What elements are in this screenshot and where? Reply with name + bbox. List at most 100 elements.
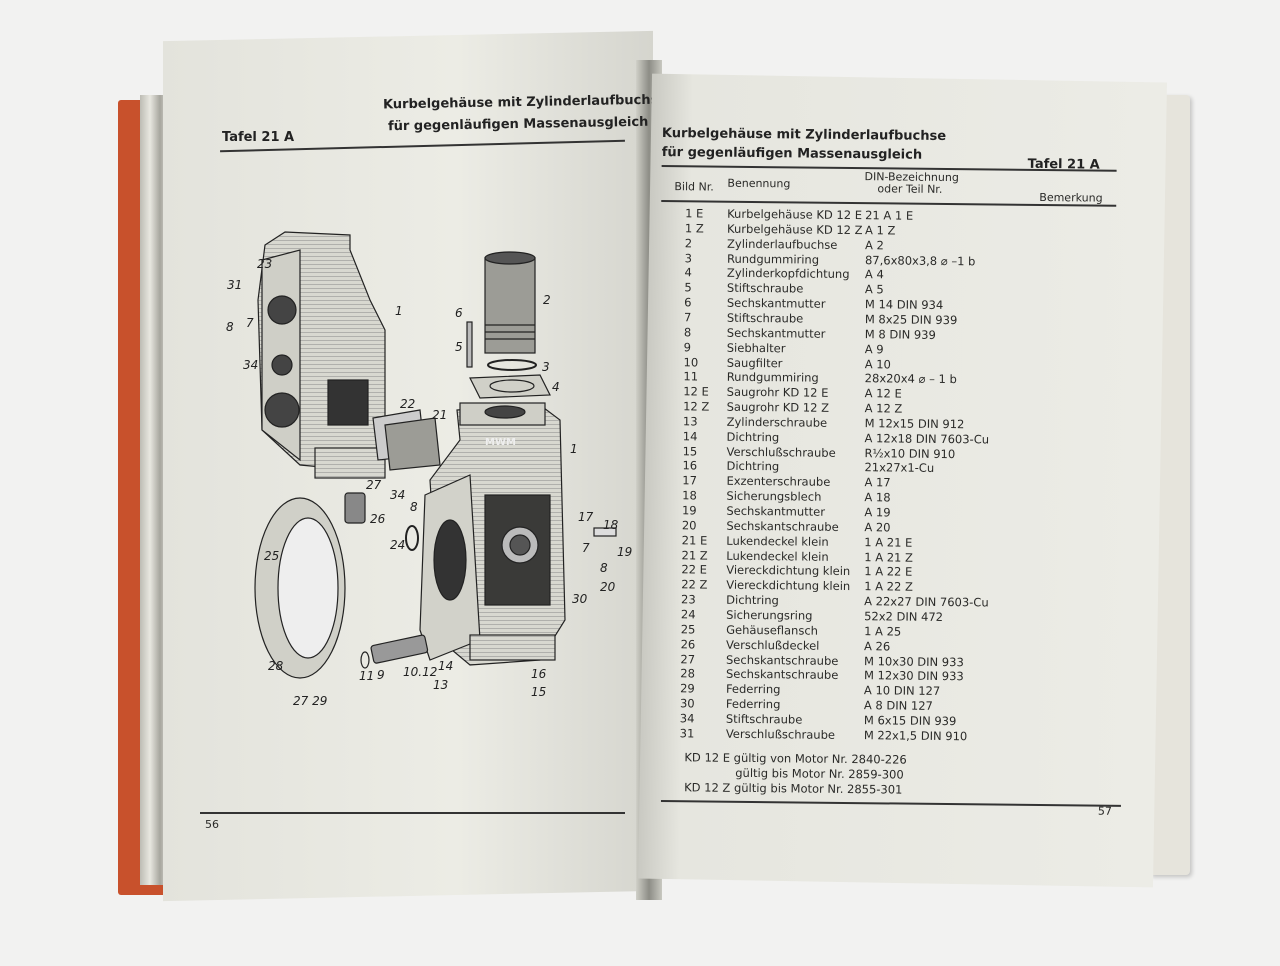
- callout-label: 25: [264, 549, 280, 563]
- cell-din: M 22x1,5 DIN 910: [863, 727, 968, 744]
- cylinder-liner: [466, 251, 551, 399]
- cell-name: Dichtring: [726, 429, 780, 445]
- callout-label: 7: [246, 316, 254, 330]
- cell-din: 87,6x80x3,8 ⌀ –1 b: [864, 252, 976, 268]
- callout-label: 6: [455, 306, 463, 320]
- cell-din: A 4: [864, 267, 884, 282]
- cell-name: Sechskantmutter: [726, 503, 826, 519]
- cell-din: M 12x30 DIN 933: [863, 668, 964, 684]
- cell-nr: 21 Z: [681, 547, 708, 563]
- cell-din: 1 A 22 E: [864, 564, 913, 580]
- cell-din: A 9: [864, 341, 884, 356]
- callout-label: 9: [377, 668, 385, 682]
- cell-name: Zylinderkopfdichtung: [726, 266, 850, 282]
- cell-din: 1 A 21 E: [864, 534, 913, 550]
- cell-name: Dichtring: [726, 592, 779, 608]
- cell-nr: 6: [684, 295, 692, 310]
- cell-name: Siebhalter: [726, 340, 786, 355]
- callout-label: 30: [572, 592, 588, 606]
- cell-name: Sicherungsblech: [726, 488, 822, 504]
- cell-din: A 19: [864, 505, 891, 520]
- cell-nr: 28: [680, 666, 696, 681]
- cell-name: Federring: [725, 696, 781, 712]
- cell-name: Zylinderlaufbuchse: [726, 236, 838, 252]
- cell-name: Sechskantschraube: [725, 667, 839, 683]
- left-page-number: 56: [205, 818, 219, 831]
- cell-name: Verschlußschraube: [725, 726, 836, 742]
- callout-label: 14: [438, 659, 454, 673]
- callout-label: 15: [531, 685, 547, 699]
- cell-name: Lukendeckel klein: [726, 548, 829, 564]
- cell-nr: 16: [682, 458, 698, 473]
- cell-name: Stiftschraube: [726, 310, 804, 326]
- footnote-1: KD 12 E gültig von Motor Nr. 2840-226: [684, 750, 907, 767]
- callout-label: 20: [600, 580, 616, 594]
- left-plate-number: Tafel 21 A: [222, 130, 295, 145]
- cell-din: A 1 Z: [865, 222, 896, 238]
- cell-nr: 3: [684, 250, 693, 265]
- callout-label: 7: [582, 541, 590, 555]
- right-page-number: 57: [1097, 804, 1112, 818]
- callout-label: 26: [370, 512, 386, 526]
- callout-label: 3: [542, 360, 550, 374]
- callout-label: 31: [227, 278, 243, 292]
- cell-din: M 14 DIN 934: [864, 297, 944, 313]
- callout-label: 11: [359, 669, 375, 683]
- callout-label: 1: [570, 442, 578, 456]
- callout-label: 13: [433, 678, 449, 692]
- right-title-line2: für gegenläufigen Massenausgleich: [661, 145, 923, 163]
- cell-nr: 22 Z: [681, 577, 708, 592]
- cell-din: A 10: [864, 356, 891, 371]
- col-header-remark: Bemerkung: [1039, 190, 1103, 205]
- callout-label: 5: [455, 340, 463, 354]
- callout-label: 28: [268, 659, 284, 673]
- cell-name: Dichtring: [726, 459, 780, 474]
- cell-name: Zylinderschraube: [726, 414, 828, 430]
- cell-din: M 6x15 DIN 939: [863, 713, 957, 729]
- cell-din: A 18: [864, 490, 891, 505]
- cell-nr: 29: [680, 681, 695, 696]
- cell-name: Kurbelgehäuse KD 12 Z: [727, 221, 863, 237]
- cell-nr: 31: [679, 725, 695, 741]
- cell-din: A 10 DIN 127: [863, 683, 941, 699]
- cell-nr: 20: [681, 518, 697, 533]
- callout-label: 2: [543, 293, 551, 307]
- footnote-2: gültig bis Motor Nr. 2859-300: [735, 765, 904, 782]
- cell-name: Lukendeckel klein: [726, 533, 829, 549]
- callout-label: 8: [410, 500, 418, 514]
- callout-label: 27 29: [293, 694, 328, 708]
- cell-din: A 12x18 DIN 7603-Cu: [864, 430, 990, 447]
- cell-nr: 12 E: [683, 384, 709, 399]
- callout-label: 27: [366, 478, 382, 492]
- cell-name: Verschlußdeckel: [726, 637, 820, 653]
- cell-din: 21 A 1 E: [865, 208, 914, 223]
- cell-name: Sechskantschraube: [726, 518, 839, 534]
- callout-label: 1: [395, 304, 403, 318]
- cell-nr: 9: [683, 339, 692, 354]
- col-header-nr: Bild Nr.: [674, 180, 714, 194]
- cell-din: A 20: [864, 520, 891, 535]
- cell-nr: 14: [682, 429, 698, 444]
- cell-nr: 19: [681, 503, 697, 518]
- cell-name: Stiftschraube: [725, 711, 803, 727]
- callout-label: 8: [600, 561, 608, 575]
- crankcase-rear-view: [257, 231, 386, 479]
- callout-label: 34: [243, 358, 259, 372]
- cell-name: Stiftschraube: [726, 280, 804, 296]
- cell-name: Rundgummiring: [726, 370, 819, 386]
- cell-name: Gehäuseflansch: [726, 622, 819, 638]
- right-footer-rule: [660, 800, 1121, 807]
- callout-label: 24: [390, 538, 406, 552]
- cell-nr: 1 Z: [684, 221, 704, 236]
- cell-nr: 15: [682, 443, 698, 459]
- cell-din: 1 A 25: [864, 623, 902, 639]
- callout-label: 10.12: [403, 665, 438, 679]
- small-parts: [254, 409, 617, 679]
- cell-name: Sicherungsring: [726, 607, 813, 623]
- cell-name: Sechskantschraube: [725, 652, 839, 668]
- cell-name: Kurbelgehäuse KD 12 E: [727, 206, 863, 223]
- cell-din: 1 A 22 Z: [864, 579, 913, 594]
- callout-label: 21: [432, 408, 448, 422]
- callout-label: 23: [257, 257, 273, 271]
